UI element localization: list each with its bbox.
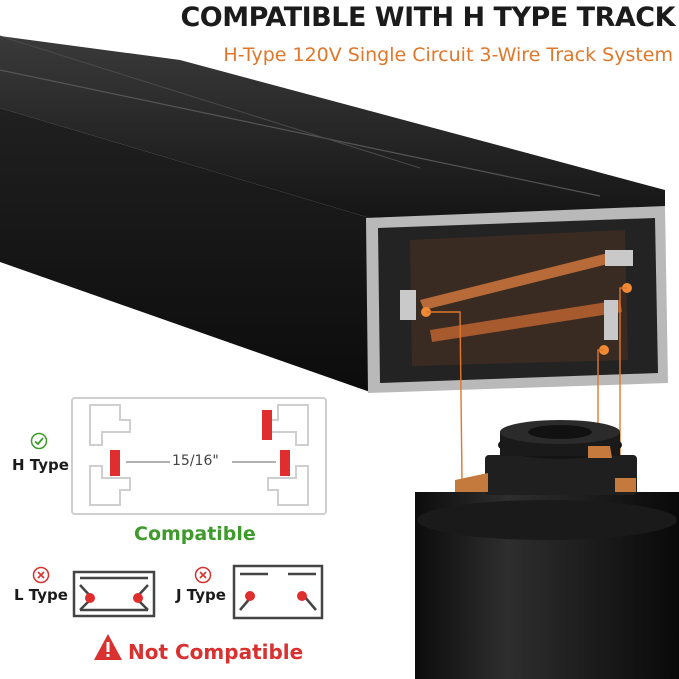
page-subtitle: H-Type 120V Single Circuit 3-Wire Track … <box>223 44 673 66</box>
not-compatible-label: Not Compatible <box>128 640 304 664</box>
j-type-label: J Type <box>176 586 226 604</box>
j-type-contact-right <box>297 591 307 601</box>
l-type-contact-left <box>85 593 95 603</box>
j-type-diagram <box>232 564 324 620</box>
l-type-contact-right <box>133 593 143 603</box>
j-type-contact-left <box>245 591 255 601</box>
l-type-diagram <box>72 570 156 618</box>
track-head <box>415 420 679 679</box>
track-rail <box>0 35 668 393</box>
check-circle-icon <box>30 432 48 450</box>
h-type-contacts <box>110 410 290 476</box>
compatible-label: Compatible <box>134 523 256 545</box>
x-circle-icon <box>32 566 50 584</box>
warning-triangle-icon <box>94 634 122 660</box>
h-type-diagram <box>71 397 327 515</box>
leader-lines <box>426 287 627 481</box>
l-type-label: L Type <box>14 586 68 604</box>
page-title: COMPATIBLE WITH H TYPE TRACK <box>180 2 675 33</box>
x-circle-icon <box>194 566 212 584</box>
h-type-label: H Type <box>12 456 69 474</box>
h-type-dimension: 15/16" <box>172 453 219 469</box>
